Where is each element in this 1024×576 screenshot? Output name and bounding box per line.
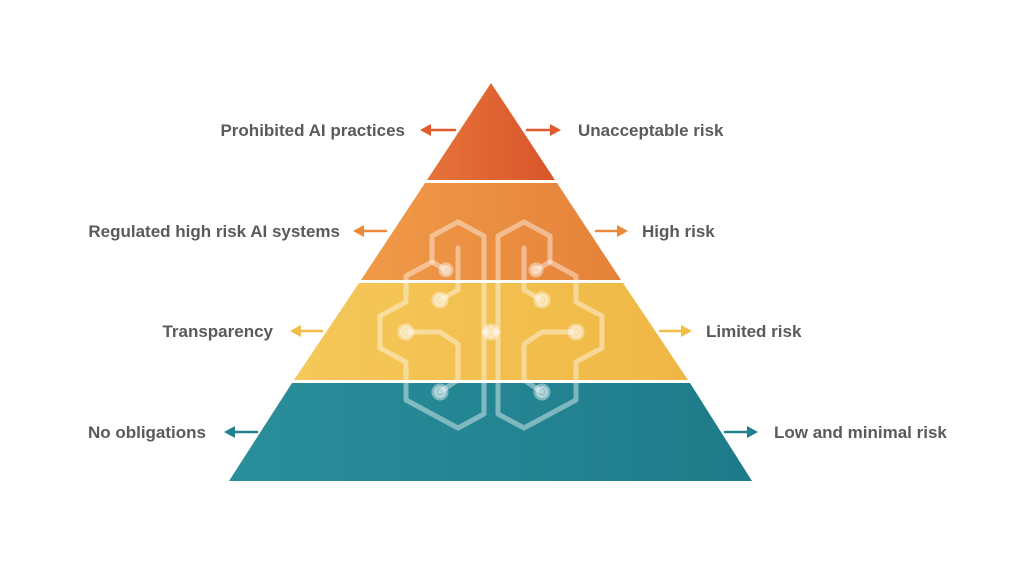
label-limited-risk: Limited risk [706, 322, 802, 341]
brain-circuit-icon [377, 219, 605, 431]
tier-high-risk [361, 183, 621, 280]
pyramid [229, 83, 752, 481]
label-prohibited-ai-practices: Prohibited AI practices [220, 121, 405, 140]
label-no-obligations: No obligations [88, 423, 206, 442]
label-transparency: Transparency [162, 322, 273, 341]
arrow-right-high [594, 225, 628, 237]
label-unacceptable-risk: Unacceptable risk [578, 121, 724, 140]
arrow-left-unacceptable [420, 124, 457, 136]
arrow-right-limited [658, 325, 692, 337]
tier-low-minimal-risk [229, 383, 752, 481]
label-low-minimal-risk: Low and minimal risk [774, 423, 947, 442]
labels: Prohibited AI practices Unacceptable ris… [88, 121, 947, 442]
tier-limited-risk [294, 283, 688, 380]
arrow-left-high [353, 225, 388, 237]
label-regulated-high-risk: Regulated high risk AI systems [88, 222, 340, 241]
arrow-left-low [224, 426, 259, 438]
tier-unacceptable-risk [427, 83, 555, 180]
label-high-risk: High risk [642, 222, 715, 241]
arrows [224, 124, 758, 438]
arrow-right-unacceptable [525, 124, 561, 136]
arrow-right-low [723, 426, 758, 438]
arrow-left-limited [290, 325, 324, 337]
